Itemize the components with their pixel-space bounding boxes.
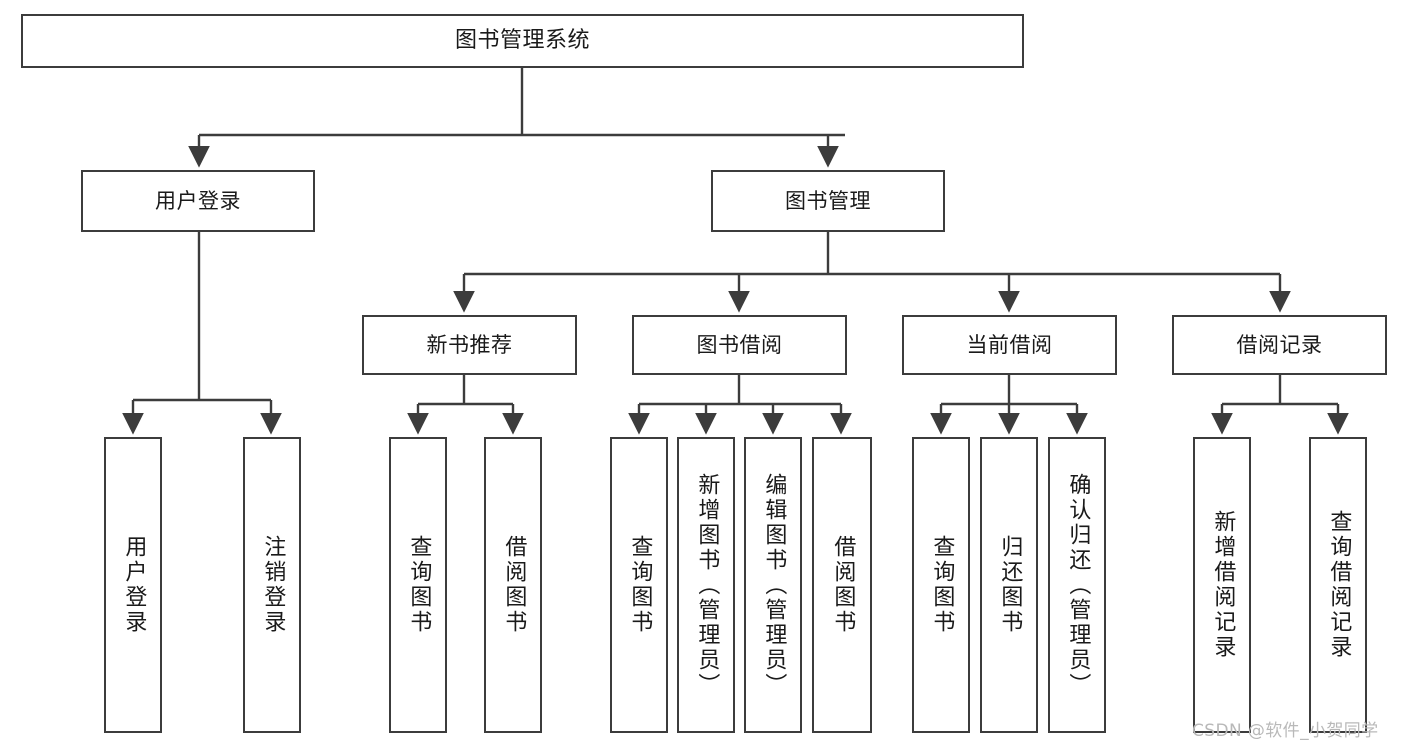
node-label: 借阅记录 — [1236, 332, 1323, 357]
node-label: 当前借阅 — [966, 332, 1053, 357]
leaf-confirm-return[interactable]: 确认归还（管理员） — [1048, 437, 1106, 733]
node-label: 归还图书 — [997, 535, 1023, 635]
node-label: 新增借阅记录 — [1210, 510, 1236, 660]
node-label: 借阅图书 — [501, 535, 527, 635]
node-label: 查询借阅记录 — [1326, 510, 1352, 660]
node-label: 查询图书 — [929, 535, 955, 635]
node-root-book-management-system[interactable]: 图书管理系统 — [21, 14, 1024, 68]
leaf-edit-book[interactable]: 编辑图书（管理员） — [744, 437, 802, 733]
node-new-book-recommend[interactable]: 新书推荐 — [362, 315, 577, 375]
leaf-borrow-book-2[interactable]: 借阅图书 — [812, 437, 872, 733]
leaf-query-book-1[interactable]: 查询图书 — [389, 437, 447, 733]
node-label: 编辑图书（管理员） — [761, 472, 787, 698]
node-label: 借阅图书 — [830, 535, 856, 635]
leaf-add-borrow-record[interactable]: 新增借阅记录 — [1193, 437, 1251, 733]
leaf-borrow-book-1[interactable]: 借阅图书 — [484, 437, 542, 733]
node-label: 新书推荐 — [426, 332, 513, 357]
node-user-login[interactable]: 用户登录 — [81, 170, 315, 232]
node-label: 查询图书 — [406, 535, 432, 635]
node-label: 图书管理 — [785, 188, 871, 213]
leaf-add-book[interactable]: 新增图书（管理员） — [677, 437, 735, 733]
node-label: 用户登录 — [121, 535, 147, 635]
node-book-management[interactable]: 图书管理 — [711, 170, 945, 232]
node-borrow-record[interactable]: 借阅记录 — [1172, 315, 1387, 375]
node-label: 确认归还（管理员） — [1065, 472, 1091, 698]
leaf-query-borrow-record[interactable]: 查询借阅记录 — [1309, 437, 1367, 733]
node-current-borrow[interactable]: 当前借阅 — [902, 315, 1117, 375]
node-label: 新增图书（管理员） — [694, 472, 720, 698]
leaf-return-book[interactable]: 归还图书 — [980, 437, 1038, 733]
leaf-query-book-3[interactable]: 查询图书 — [912, 437, 970, 733]
node-label: 注销登录 — [260, 535, 286, 635]
node-label: 图书管理系统 — [454, 28, 590, 54]
node-label: 用户登录 — [155, 188, 241, 213]
node-label: 图书借阅 — [696, 332, 783, 357]
leaf-user-login[interactable]: 用户登录 — [104, 437, 162, 733]
node-label: 查询图书 — [627, 535, 653, 635]
node-book-borrow[interactable]: 图书借阅 — [632, 315, 847, 375]
leaf-user-logout[interactable]: 注销登录 — [243, 437, 301, 733]
leaf-query-book-2[interactable]: 查询图书 — [610, 437, 668, 733]
